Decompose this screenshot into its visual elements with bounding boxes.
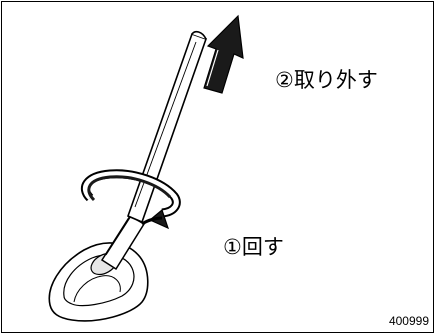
antenna-base [48, 242, 149, 322]
rotate-step-label: ①回す [223, 235, 284, 259]
remove-step-label: ②取り外す [275, 68, 378, 92]
rotate-arrow-icon [81, 169, 181, 230]
up-arrow-icon [203, 14, 244, 94]
antenna-illustration [48, 14, 244, 322]
figure-number: 400999 [388, 314, 429, 328]
